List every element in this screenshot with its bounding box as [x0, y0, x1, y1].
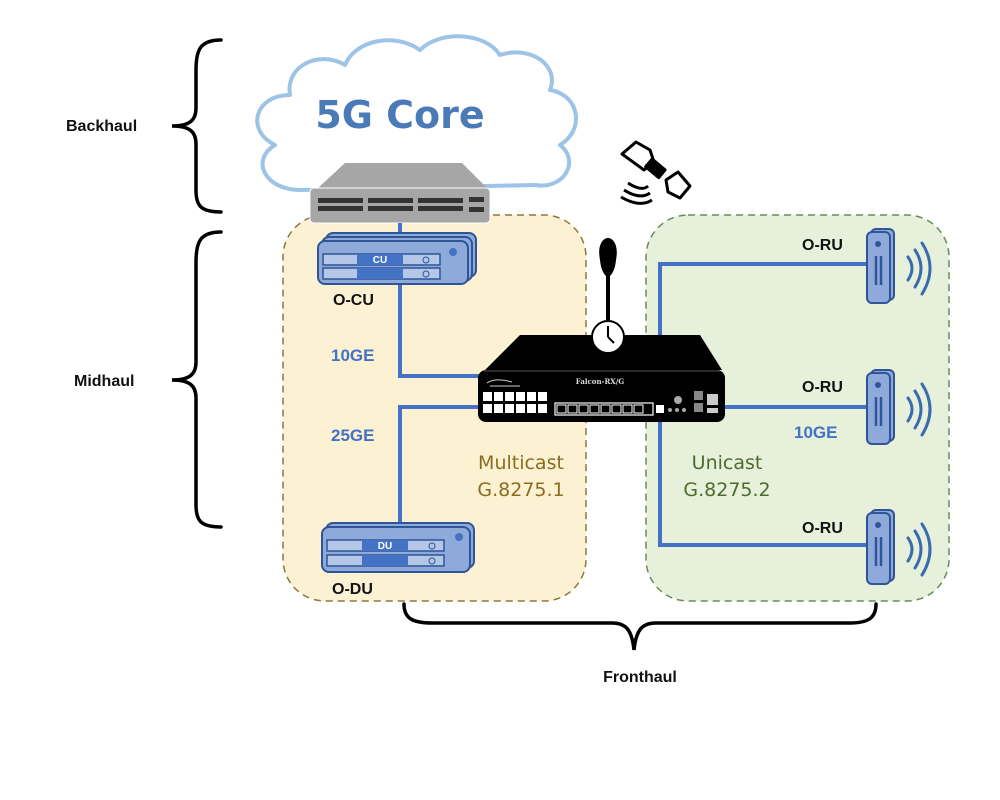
ru-label-3: O-RU	[802, 520, 843, 537]
du-grandmaster-link	[398, 405, 482, 525]
unicast-label: Unicast	[692, 452, 763, 474]
ru-device-1	[866, 228, 932, 304]
unicast-profile: G.8275.2	[683, 479, 770, 501]
cu-grandmaster-link	[398, 280, 482, 378]
midhaul-label: Midhaul	[74, 373, 134, 390]
multicast-profile: G.8275.1	[477, 479, 564, 501]
ru-link-speed: 10GE	[794, 423, 837, 442]
cu-server-icon: CU	[317, 232, 477, 285]
backhaul-label: Backhaul	[66, 118, 137, 135]
multicast-label: Multicast	[478, 452, 564, 474]
ru-top-link	[658, 262, 868, 340]
du-link-speed: 25GE	[331, 426, 374, 445]
midhaul-brace	[171, 230, 223, 529]
radio-waves-icon	[906, 382, 932, 437]
ru-label-1: O-RU	[802, 237, 843, 254]
cu-badge: CU	[373, 255, 387, 266]
ru-bottom-link	[658, 418, 868, 547]
backhaul-brace	[171, 38, 223, 214]
core-label: 5G Core	[315, 93, 484, 137]
grandmaster-model: Falcon-RX/G	[576, 377, 625, 386]
5g-core-cloud: 5G Core	[255, 34, 578, 192]
du-label: O-DU	[332, 581, 373, 598]
du-server-icon: DU	[321, 522, 475, 573]
du-badge: DU	[378, 541, 392, 552]
fronthaul-label: Fronthaul	[603, 669, 677, 686]
clock-icon	[591, 320, 625, 354]
gnss-satellite-icon	[620, 140, 692, 205]
ru-device-2	[866, 369, 932, 445]
grandmaster-device: Falcon-RX/G	[478, 238, 725, 422]
cu-label: O-CU	[333, 292, 374, 309]
core-switch-icon	[309, 163, 491, 224]
links	[398, 223, 868, 547]
radio-waves-icon	[906, 241, 932, 296]
fronthaul-brace	[402, 602, 878, 651]
ru-device-3	[866, 509, 932, 585]
ru-label-2: O-RU	[802, 379, 843, 396]
radio-waves-icon	[906, 522, 932, 577]
cu-link-speed: 10GE	[331, 346, 374, 365]
gnss-antenna-icon	[599, 238, 617, 320]
